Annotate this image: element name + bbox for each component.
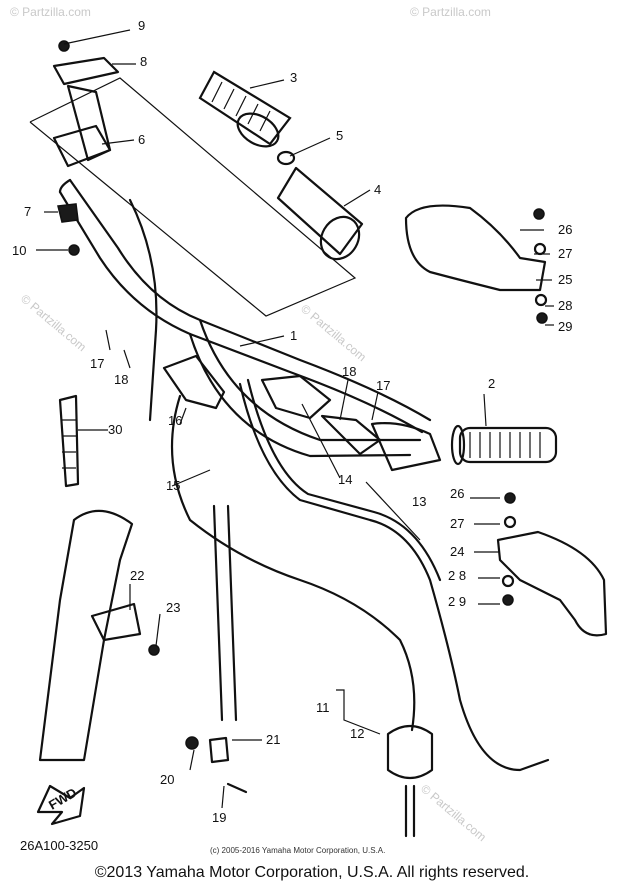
- callout-25: 25: [558, 272, 572, 287]
- callout-17a: 17: [90, 356, 104, 371]
- callout-29a: 29: [558, 319, 572, 334]
- callout-30: 30: [108, 422, 122, 437]
- part-code: 26A100-3250: [20, 838, 98, 853]
- callout-8: 8: [140, 54, 147, 69]
- right-switch-housing: [260, 374, 442, 472]
- callout-15: 15: [166, 478, 180, 493]
- callout-23: 23: [166, 600, 180, 615]
- left-hand-guard: [404, 204, 547, 292]
- callout-20: 20: [160, 772, 174, 787]
- watermark: © Partzilla.com: [10, 5, 91, 19]
- callout-22: 22: [130, 568, 144, 583]
- hardware-washers-right: [501, 208, 548, 606]
- watermark: © Partzilla.com: [410, 5, 491, 19]
- callout-6: 6: [138, 132, 145, 147]
- watermark: © Partzilla.com: [18, 292, 89, 355]
- throttle-kit-outline: [29, 77, 357, 317]
- callout-21: 21: [266, 732, 280, 747]
- callout-24: 24: [450, 544, 464, 559]
- cable-tie: [58, 394, 80, 488]
- fork-tube: [38, 509, 160, 762]
- callout-12: 12: [350, 726, 364, 741]
- right-hand-guard: [496, 530, 608, 637]
- leader-lines: [36, 29, 554, 809]
- callout-26b: 26: [450, 486, 464, 501]
- throttle-tube: [276, 150, 364, 261]
- footer-copyright: ©2013 Yamaha Motor Corporation, U.S.A. A…: [94, 864, 530, 881]
- callout-28a: 28: [558, 298, 572, 313]
- callout-7: 7: [24, 204, 31, 219]
- callout-9: 9: [138, 18, 145, 33]
- left-switch-housing: [162, 354, 226, 410]
- callout-27a: 27: [558, 246, 572, 261]
- callout-3: 3: [290, 70, 297, 85]
- clutch-lever-assembly: [52, 40, 120, 256]
- callout-16: 16: [168, 413, 182, 428]
- handlebar: [58, 178, 432, 458]
- callout-18a: 18: [114, 372, 128, 387]
- callout-11: 11: [316, 700, 330, 715]
- callout-10: 10: [12, 243, 26, 258]
- callout-19: 19: [212, 810, 226, 825]
- watermark: © Partzilla.com: [298, 302, 369, 365]
- callout-29b: 2 9: [448, 594, 466, 609]
- right-grip: [450, 424, 558, 466]
- callout-14: 14: [338, 472, 352, 487]
- brake-adjuster: [386, 724, 434, 838]
- callout-1: 1: [290, 328, 297, 343]
- callout-5: 5: [336, 128, 343, 143]
- callout-26a: 26: [558, 222, 572, 237]
- watermark: © Partzilla.com: [418, 782, 489, 845]
- callout-4: 4: [374, 182, 381, 197]
- inner-copyright: (c) 2005-2016 Yamaha Motor Corporation, …: [210, 846, 385, 855]
- callout-17b: 17: [376, 378, 390, 393]
- callout-18b: 18: [342, 364, 356, 379]
- control-cables: [128, 198, 550, 772]
- forward-arrow: FWD: [36, 785, 86, 826]
- cable-end-fittings: [185, 736, 248, 794]
- callout-28b: 2 8: [448, 568, 466, 583]
- callout-labels: 9 8 3 5 6 4 7 10 26 27 25 28 29 1 2 18 1…: [12, 18, 572, 855]
- callout-2: 2: [488, 376, 495, 391]
- left-grip: [198, 70, 292, 148]
- fwd-label: FWD: [46, 785, 79, 813]
- callout-13: 13: [412, 494, 426, 509]
- callout-27b: 27: [450, 516, 464, 531]
